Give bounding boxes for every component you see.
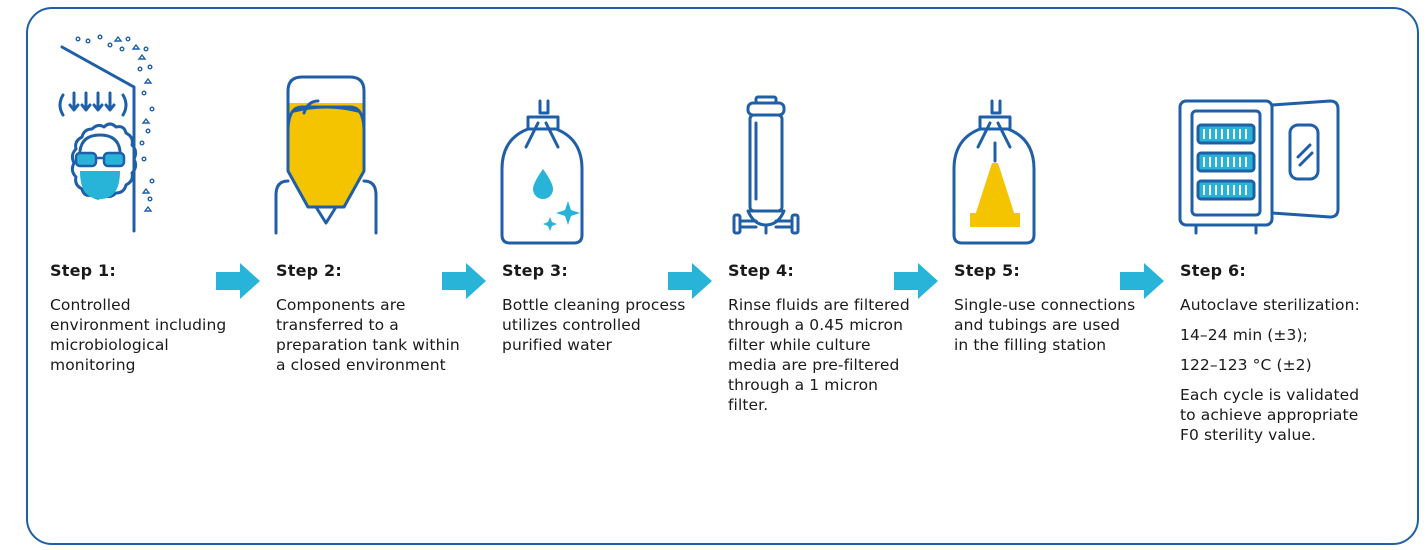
step-title: Step 2: (276, 261, 342, 280)
step-6: Step 6: Autoclave sterilization: 14–24 m… (1178, 9, 1378, 547)
inline-filter-icon (726, 31, 916, 251)
step-title: Step 6: (1180, 261, 1246, 280)
step-1: Step 1: Controlled environment including… (48, 9, 248, 547)
step-title: Step 4: (728, 261, 794, 280)
step-title: Step 3: (502, 261, 568, 280)
arrow-right-icon (1120, 263, 1164, 299)
step-text: Controlled environment including microbi… (50, 296, 227, 374)
step-text: Autoclave sterilization: (1180, 296, 1360, 314)
arrow-right-icon (442, 263, 486, 299)
arrow-right-icon (216, 263, 260, 299)
step-description: Components are transferred to a preparat… (276, 295, 461, 387)
arrow-right-icon (894, 263, 938, 299)
bottle-filling-icon (952, 31, 1142, 251)
process-frame: Step 1: Controlled environment including… (26, 7, 1419, 545)
step-text: Components are transferred to a preparat… (276, 296, 460, 374)
step-text: Bottle cleaning process utilizes control… (502, 296, 686, 354)
arrow-right-icon (668, 263, 712, 299)
step-text: Single-use connections and tubings are u… (954, 296, 1136, 354)
step-description: Controlled environment including microbi… (50, 295, 235, 387)
cleanroom-person-icon (48, 31, 238, 251)
autoclave-icon (1178, 31, 1368, 251)
step-3: Step 3: Bottle cleaning process utilizes… (500, 9, 700, 547)
step-text: 122–123 °C (±2) (1180, 356, 1312, 374)
step-4: Step 4: Rinse fluids are filtered throug… (726, 9, 926, 547)
step-description: Single-use connections and tubings are u… (954, 295, 1139, 367)
step-text: Each cycle is validated to achieve appro… (1180, 386, 1360, 444)
step-title: Step 1: (50, 261, 116, 280)
step-5: Step 5: Single-use connections and tubin… (952, 9, 1152, 547)
bottle-cleaning-icon (500, 31, 690, 251)
step-description: Autoclave sterilization: 14–24 min (±3);… (1180, 295, 1365, 457)
step-description: Rinse fluids are filtered through a 0.45… (728, 295, 913, 427)
step-text: Rinse fluids are filtered through a 0.45… (728, 296, 910, 414)
step-title: Step 5: (954, 261, 1020, 280)
step-text: 14–24 min (±3); (1180, 326, 1308, 344)
preparation-tank-icon (274, 31, 464, 251)
step-description: Bottle cleaning process utilizes control… (502, 295, 687, 367)
step-2: Step 2: Components are transferred to a … (274, 9, 474, 547)
